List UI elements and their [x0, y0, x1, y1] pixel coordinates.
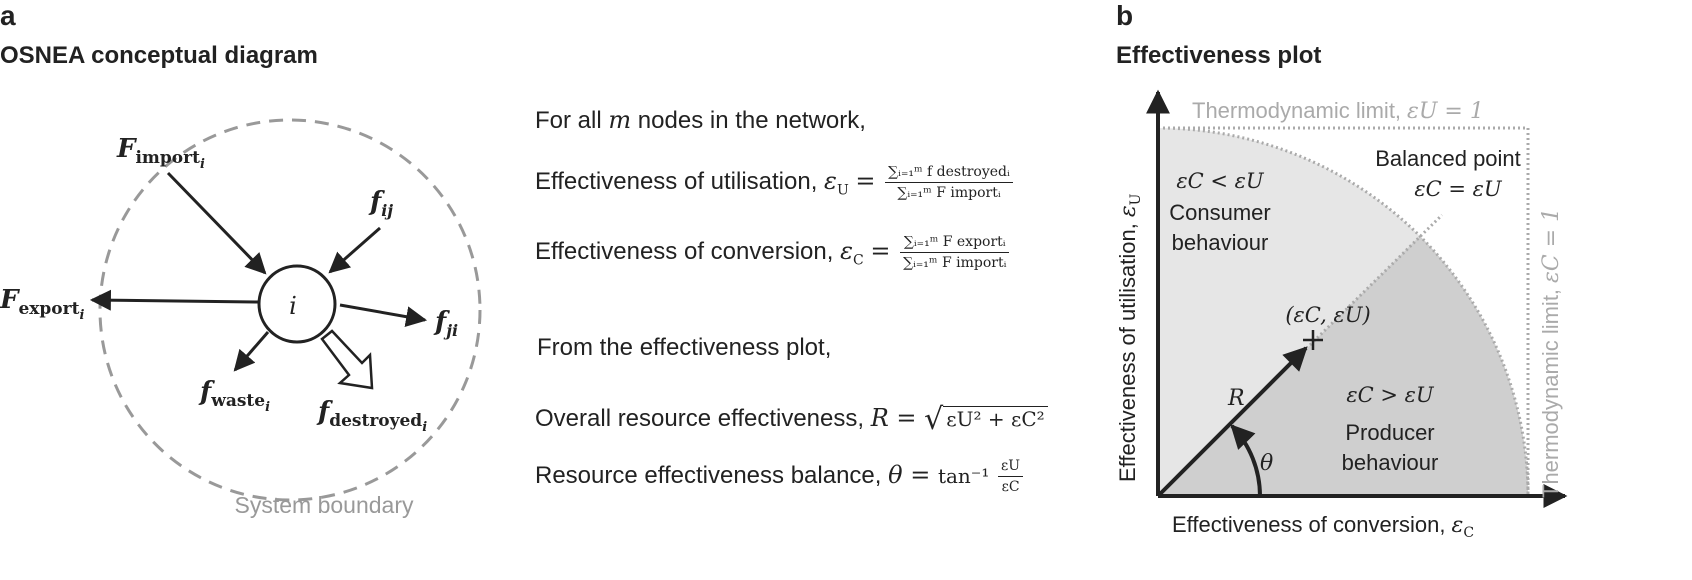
eq-overall: Overall resource effectiveness, R = √εU²…	[535, 402, 1048, 437]
node-i-label: i	[289, 292, 297, 320]
export-label: Fexporti	[0, 285, 84, 323]
point-label: (εC, εU)	[1285, 303, 1370, 327]
destroyed-label: fdestroyedi	[316, 397, 427, 435]
system-boundary-label: System boundary	[235, 492, 414, 518]
conversion-fraction: ∑ᵢ₌₁ᵐ F exportᵢ ∑ᵢ₌₁ᵐ F importᵢ	[900, 234, 1010, 271]
destroyed-arrow	[320, 329, 374, 390]
consumer-line2: behaviour	[1172, 230, 1269, 255]
eq-intro: For all m nodes in the network,	[535, 106, 866, 134]
export-arrow	[89, 289, 259, 311]
consumer-line1: Consumer	[1169, 200, 1270, 225]
import-label: Fimporti	[116, 134, 205, 172]
waste-label: fwastei	[198, 377, 270, 415]
r-label: R	[1227, 386, 1245, 411]
consumer-eq: εC < εU	[1176, 169, 1265, 193]
effectiveness-plot: Thermodynamic limit,εU = 1 Thermodynamic…	[1115, 89, 1568, 541]
system-boundary-circle	[98, 118, 482, 502]
limit-arc	[1157, 126, 1530, 497]
thermo-top-label: Thermodynamic limit,εU = 1	[1192, 98, 1484, 124]
fij-arrow	[328, 226, 381, 274]
utilisation-fraction: ∑ᵢ₌₁ᵐ f destroyedᵢ ∑ᵢ₌₁ᵐ F importᵢ	[885, 164, 1013, 201]
theta-label: θ	[1260, 451, 1273, 476]
r-vector	[1156, 346, 1308, 498]
balance-fraction: εU εC	[998, 458, 1024, 495]
balanced-point-eq: εC = εU	[1414, 177, 1503, 201]
balanced-line	[1308, 213, 1444, 347]
producer-line2: behaviour	[1342, 450, 1439, 475]
x-axis-label: Effectiveness of conversion,εC	[1172, 512, 1474, 541]
panel-a-letter: a	[0, 0, 16, 31]
eq-plot-intro: From the effectiveness plot,	[537, 334, 832, 361]
fji-label: fji	[433, 307, 458, 340]
panel-b-title: Effectiveness plot	[1116, 42, 1322, 69]
producer-eq: εC > εU	[1346, 383, 1435, 407]
fij-label: fij	[368, 187, 393, 220]
theta-arc	[1230, 424, 1262, 497]
eq-conversion: Effectiveness of conversion, εC = ∑ᵢ₌₁ᵐ …	[535, 234, 1011, 271]
node-i	[257, 264, 337, 344]
fji-arrow	[339, 303, 428, 328]
thermo-right-label: Thermodynamic limit,εC = 1	[1538, 208, 1564, 498]
y-axis-label: Effectiveness of utilisation,εU	[1115, 193, 1144, 482]
eq-utilisation: Effectiveness of utilisation, εU = ∑ᵢ₌₁ᵐ…	[535, 164, 1015, 201]
import-arrow	[166, 171, 267, 275]
panel-b-letter: b	[1116, 0, 1134, 31]
eq-balance: Resource effectiveness balance, θ = tan⁻…	[535, 458, 1025, 495]
producer-line1: Producer	[1345, 420, 1434, 445]
waste-arrow	[233, 331, 270, 372]
osnea-node-diagram: i Fimporti fij Fexporti fji fwastei fdes…	[0, 118, 482, 518]
balanced-point-title: Balanced point	[1375, 146, 1521, 171]
panel-a-title: OSNEA conceptual diagram	[0, 42, 318, 69]
